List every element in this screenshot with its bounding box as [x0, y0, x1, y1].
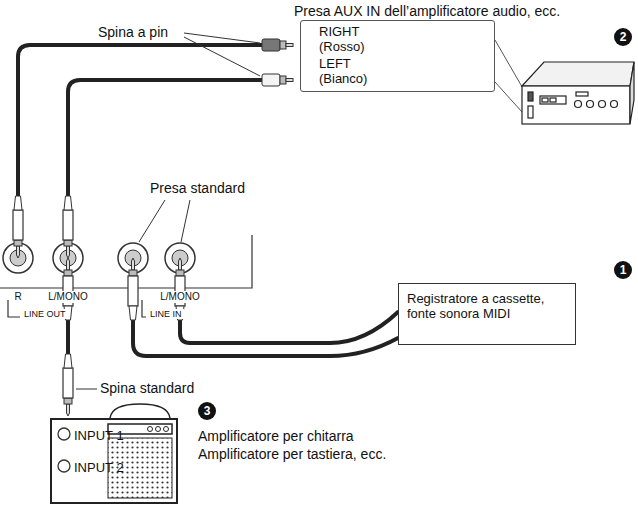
pin-plug: [280, 41, 286, 49]
audio-amplifier: [575, 101, 582, 108]
jack-label: L/MONO: [158, 291, 201, 303]
caption-text: Presa AUX IN dell’amplificatore audio, e…: [294, 3, 560, 19]
panel-outline: [0, 235, 252, 317]
audio-amplifier: [587, 101, 594, 108]
pin-plug: [262, 74, 280, 86]
audio-amplifier: [611, 101, 618, 108]
leader-line: [76, 389, 97, 390]
audio-amplifier: [528, 106, 533, 118]
node-text: LEFT (Bianco): [319, 56, 381, 86]
leader-line: [184, 33, 260, 43]
device-name: Amplificatore per tastiera, ecc.: [198, 446, 386, 462]
cable: [66, 320, 70, 354]
node-text: INPUT 1: [74, 428, 130, 443]
node-text: Registratore a cassette, fonte sonora MI…: [407, 291, 565, 321]
amplifier-box: INPUT 1 INPUT 2: [50, 418, 178, 504]
standard-plug: [63, 354, 73, 416]
audio-amplifier: [576, 92, 588, 96]
callout-number: 1: [614, 261, 632, 279]
part-name: Spina standard: [100, 380, 194, 396]
pin-plug: [280, 76, 286, 84]
panel-outline: [0, 235, 252, 288]
guitar-amplifier: [148, 427, 153, 432]
part-name: Spina a pin: [98, 24, 168, 40]
node-text: RIGHT (Rosso): [319, 24, 381, 54]
callout-number: 3: [198, 402, 216, 420]
audio-amplifier: [630, 62, 634, 124]
leader-line: [76, 33, 260, 389]
pin-plug: [286, 79, 293, 82]
callout-number: 2: [614, 28, 632, 46]
guitar-amplifier: [156, 427, 161, 432]
standard-plug: [63, 196, 73, 258]
audio-amplifier: [599, 101, 606, 108]
socket: [58, 26, 317, 472]
pointer: [495, 82, 522, 112]
audio-amplifier: [540, 96, 566, 104]
panel-outline: [8, 300, 20, 317]
jack-group-label: LINE OUT: [22, 309, 68, 319]
socket: [58, 460, 70, 472]
guitar-amplifier: [164, 427, 169, 432]
pointer: [495, 40, 525, 112]
pin-plug: [286, 44, 293, 47]
audio-amplifier: [528, 92, 533, 101]
node-text: INPUT 2: [74, 460, 130, 475]
audio-amplifier: [550, 98, 556, 102]
guitar-amplifier: [110, 404, 170, 418]
standard-plug: [128, 258, 138, 320]
device-name: Amplificatore per chitarra: [198, 428, 354, 444]
audio-amplifier: [522, 62, 634, 124]
jack-group-label: LINE IN: [148, 309, 184, 319]
audio-amplifier: [522, 62, 634, 86]
cable: [18, 45, 262, 196]
pointer: [495, 40, 525, 92]
part-name: Presa standard: [150, 180, 245, 196]
leader-line: [181, 200, 190, 242]
cable: [68, 80, 262, 196]
audio-amplifier: [522, 86, 630, 124]
audio-amplifier: [542, 98, 548, 102]
panel-outline: [142, 300, 146, 317]
pin-plug: [262, 39, 280, 51]
socket: [58, 428, 70, 440]
leader-line: [184, 37, 260, 76]
source-box: Registratore a cassette, fonte sonora MI…: [398, 283, 576, 345]
jack-label: L/MONO: [46, 291, 89, 303]
jack: [3, 243, 195, 273]
socket-panel-box: RIGHT (Rosso)LEFT (Bianco): [300, 20, 495, 92]
jack-label: R: [12, 291, 23, 303]
standard-plug: [13, 196, 23, 258]
pin-plug: [262, 39, 293, 86]
leader-line: [139, 200, 165, 242]
cable: [180, 312, 398, 343]
